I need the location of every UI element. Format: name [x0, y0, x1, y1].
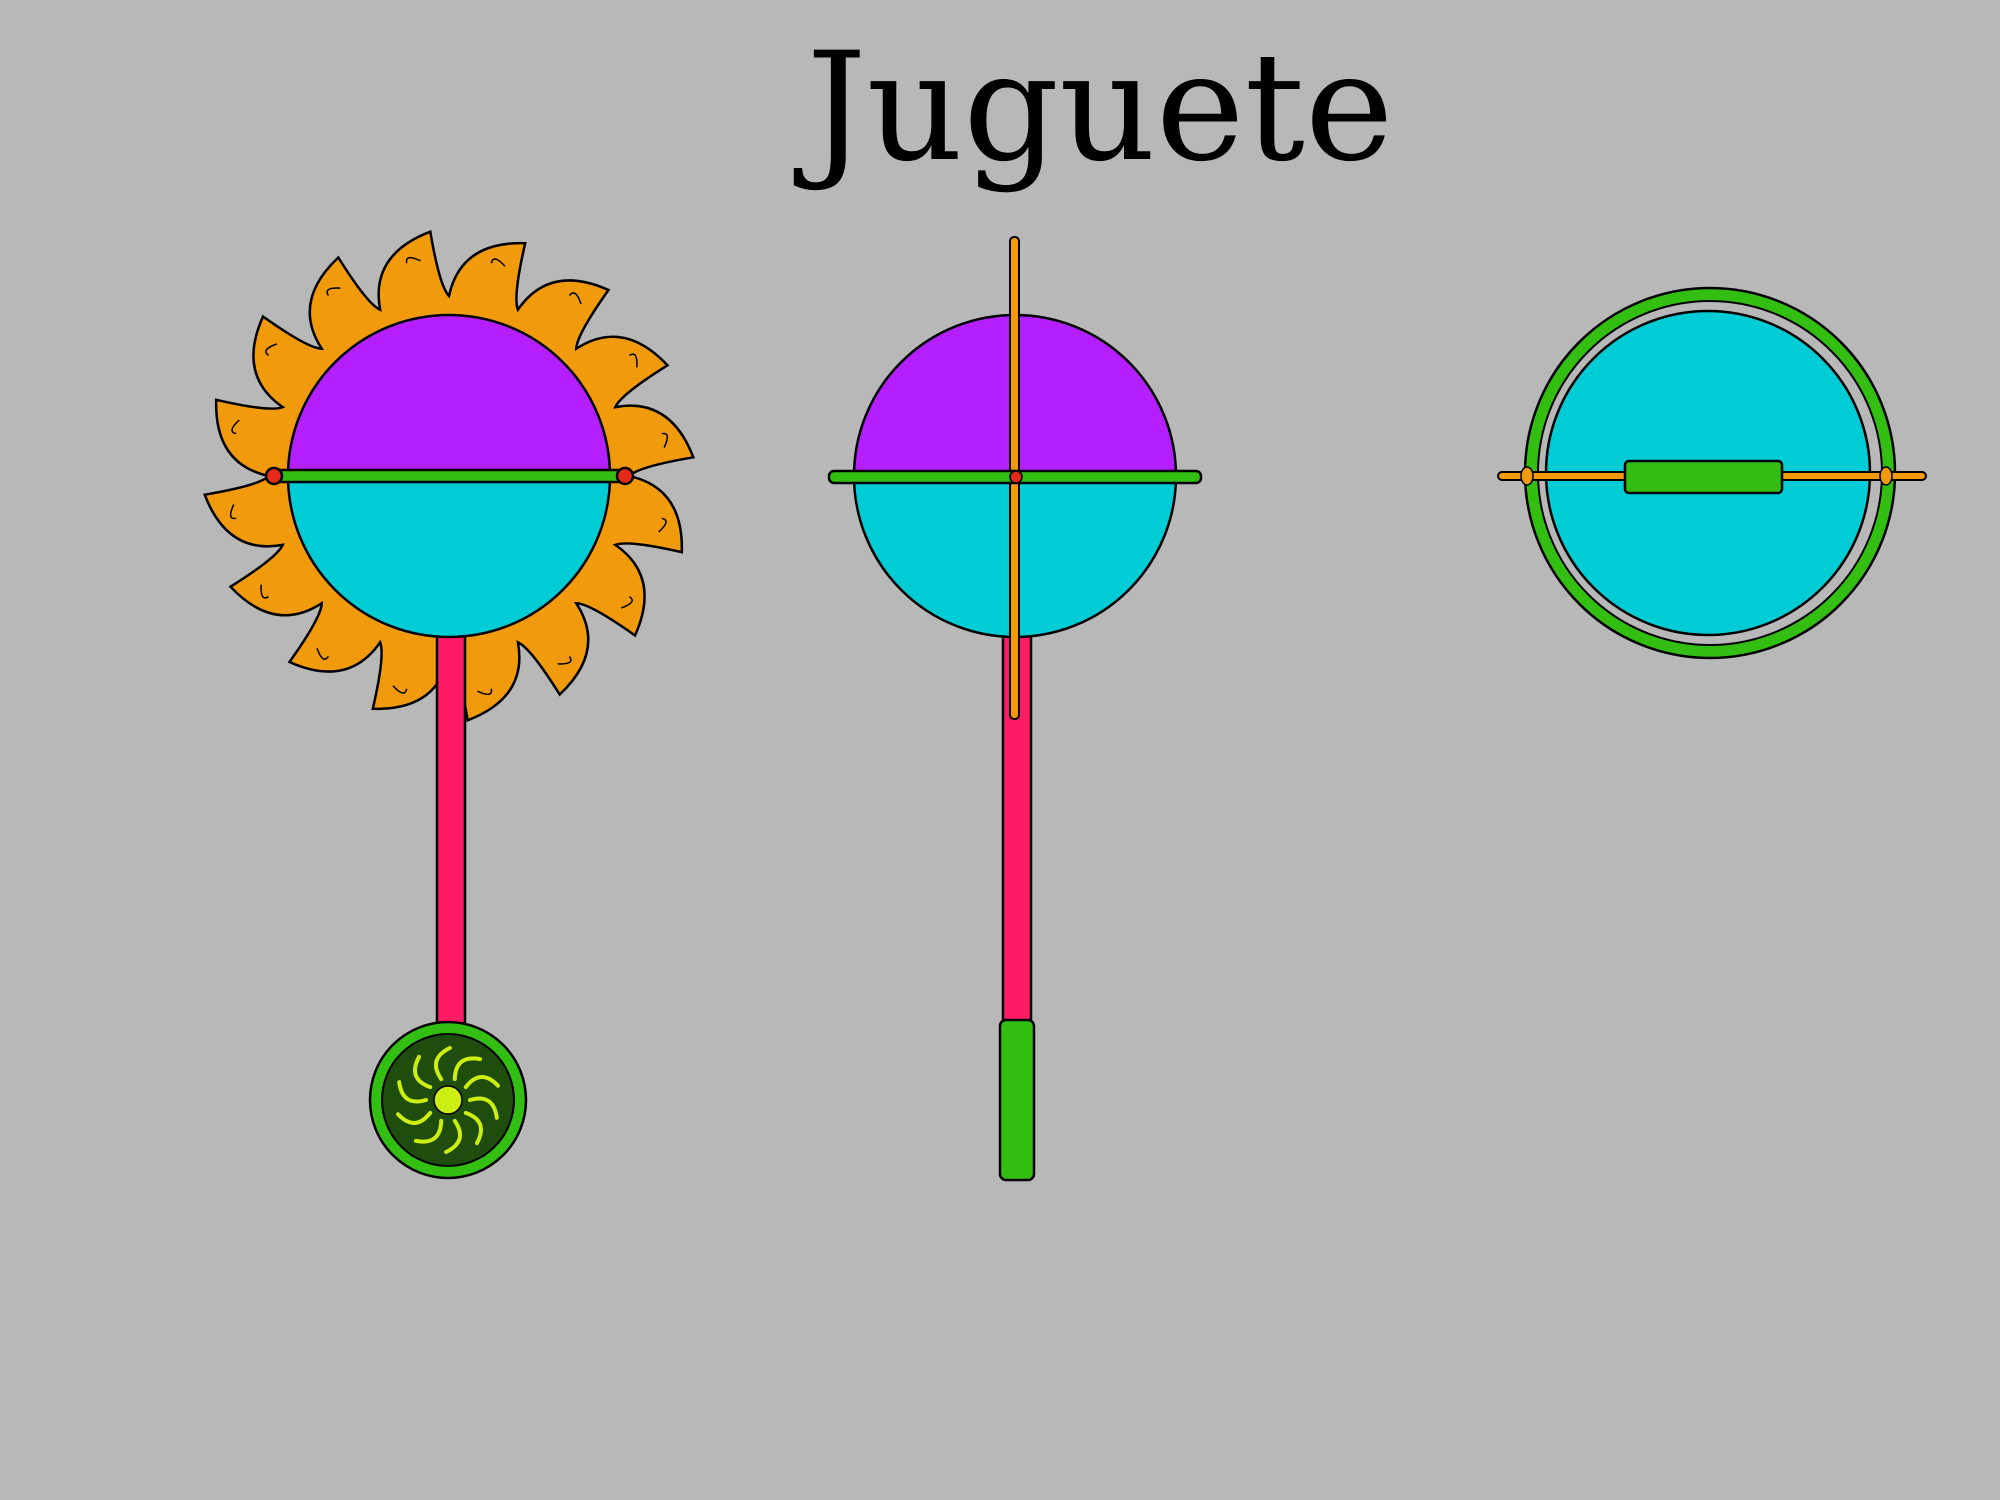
sun-curl-accent [661, 432, 669, 448]
sun-curl-accent [316, 648, 330, 660]
disc-swirl-ray [463, 1110, 483, 1146]
sun-curl-accent [621, 595, 633, 609]
side-view [827, 236, 1203, 1182]
sun-curl-accent [326, 287, 341, 297]
rod-pin-right [1879, 466, 1893, 486]
sun-curl-accent [477, 688, 493, 696]
disc-swirl-rays [396, 1046, 500, 1154]
disc-swirl-ray [444, 1118, 463, 1154]
page-title: Juguete [806, 21, 1394, 195]
sun-curl-accent [405, 256, 421, 264]
front-view [202, 229, 696, 1180]
center-block-top [1623, 459, 1784, 495]
disc-swirl-ray [413, 1054, 433, 1090]
disc-swirl-ray [452, 1056, 483, 1082]
sun-curl-accent [628, 353, 638, 368]
axle-end-right [615, 466, 635, 486]
sun-curl-accent [260, 584, 270, 599]
disc-swirl-ray [433, 1046, 452, 1082]
rod-pin-left [1520, 466, 1534, 486]
sun-curl-accent [392, 685, 408, 694]
grip-side [998, 1018, 1036, 1182]
disc-center-dot [433, 1085, 463, 1115]
axle-bar-front [271, 468, 627, 484]
disc-swirl-ray [397, 1080, 428, 1104]
axle-end-left [264, 466, 284, 486]
disc-swirl-ray [468, 1096, 499, 1120]
sun-curl-accent [490, 258, 506, 267]
sun-curl-accent [557, 655, 572, 665]
handle-front [435, 626, 467, 1030]
disc-swirl-ray [413, 1118, 444, 1144]
sun-curl-accent [265, 343, 277, 357]
ball-bottom-half-front [286, 474, 612, 639]
disc-swirl-ray [463, 1075, 500, 1090]
sun-curl-accent [568, 292, 582, 304]
sun-curl-accent [658, 517, 667, 533]
sun-curl-accent [231, 419, 240, 435]
bottom-sun-disc [368, 1020, 528, 1180]
disc-swirl-ray [396, 1110, 433, 1125]
sun-curl-accent [229, 504, 237, 520]
top-view [1497, 286, 1927, 660]
axle-center-dot-side [1009, 470, 1023, 484]
ball-top-half-front [286, 313, 612, 478]
